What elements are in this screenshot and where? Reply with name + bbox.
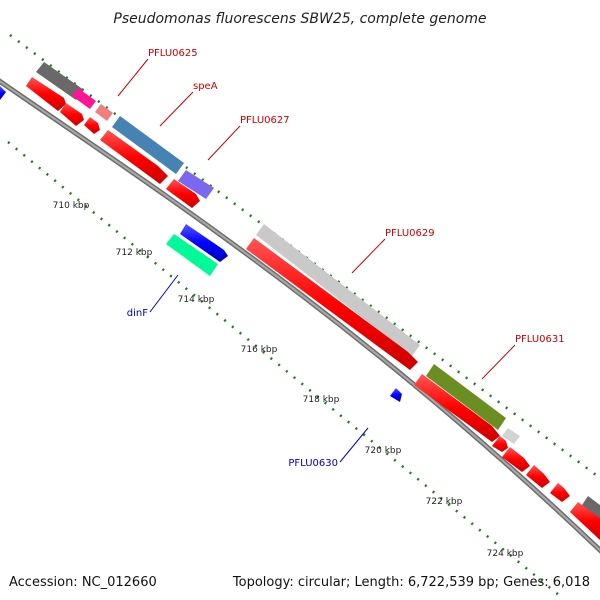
- tick-label: 722 kbp: [426, 497, 463, 507]
- topology-text: Topology: circular; Length: 6,722,539 bp…: [232, 575, 590, 590]
- forward-cds-arrow: [526, 465, 550, 488]
- gene-label-pflu0625[interactable]: PFLU0625: [148, 48, 198, 59]
- gene-leader-line: [117, 58, 149, 97]
- function-track: [36, 62, 600, 519]
- tick-label: 714 kbp: [178, 295, 215, 305]
- gene-label-dinf[interactable]: dinF: [127, 308, 148, 319]
- map-title: Pseudomonas fluorescens SBW25, complete …: [113, 11, 486, 27]
- forward-cds-track: [26, 77, 600, 540]
- gene-function-bar: [502, 428, 520, 444]
- gene-label-pflu0631[interactable]: PFLU0631: [515, 334, 565, 345]
- forward-cds-arrow: [246, 238, 418, 370]
- gene-function-bar: [426, 364, 506, 430]
- gene-leader-line: [481, 344, 516, 380]
- gene-label-pflu0627[interactable]: PFLU0627: [240, 115, 290, 126]
- gene-label-pflu0629[interactable]: PFLU0629: [385, 228, 435, 239]
- forward-cds-arrow: [84, 117, 100, 134]
- gene-function-bar: [580, 496, 600, 519]
- forward-cds-arrow: [166, 179, 200, 208]
- gene-function-bar: [178, 170, 214, 199]
- gene-label-pflu0630[interactable]: PFLU0630: [288, 458, 338, 469]
- forward-cds-arrow: [100, 130, 168, 184]
- gene-function-bar: [36, 62, 84, 100]
- tick-label: 710 kbp: [53, 201, 90, 211]
- reverse-cds-arrow: [180, 224, 228, 262]
- forward-cds-arrow: [502, 447, 530, 472]
- tick-label: 712 kbp: [116, 248, 153, 258]
- gene-function-bar: [72, 88, 96, 109]
- reverse-cds-track: [0, 86, 402, 402]
- gene-leader-line: [159, 91, 194, 127]
- gene-function-bar: [112, 116, 184, 174]
- genome-backbone: [0, 78, 600, 554]
- forward-cds-arrow: [570, 502, 600, 540]
- tick-label: 718 kbp: [303, 395, 340, 405]
- gene-label-spea[interactable]: speA: [193, 81, 218, 92]
- forward-cds-arrow: [60, 103, 84, 126]
- gene-function-bar: [95, 104, 113, 121]
- reverse-cds-arrow: [0, 86, 6, 100]
- gene-function-bar: [166, 234, 218, 276]
- tick-label: 720 kbp: [365, 446, 402, 456]
- gene-function-bar: [256, 224, 420, 356]
- gene-leader-line: [149, 274, 179, 313]
- accession-text: Accession: NC_012660: [9, 575, 157, 590]
- tick-label: 724 kbp: [487, 549, 524, 559]
- gene-leader-line: [351, 238, 386, 274]
- forward-cds-arrow: [26, 77, 66, 111]
- tick-label: 716 kbp: [241, 345, 278, 355]
- reverse-cds-arrow: [390, 388, 402, 402]
- forward-cds-arrow: [414, 374, 500, 442]
- forward-cds-arrow: [550, 483, 570, 502]
- inner-dotted-track: [7, 141, 561, 597]
- gene-leader-line: [339, 427, 369, 463]
- gene-leader-line: [207, 125, 241, 161]
- forward-cds-arrow: [492, 436, 508, 452]
- tick-labels: 710 kbp 712 kbp 714 kbp 716 kbp 718 kbp 720 k…: [53, 201, 524, 559]
